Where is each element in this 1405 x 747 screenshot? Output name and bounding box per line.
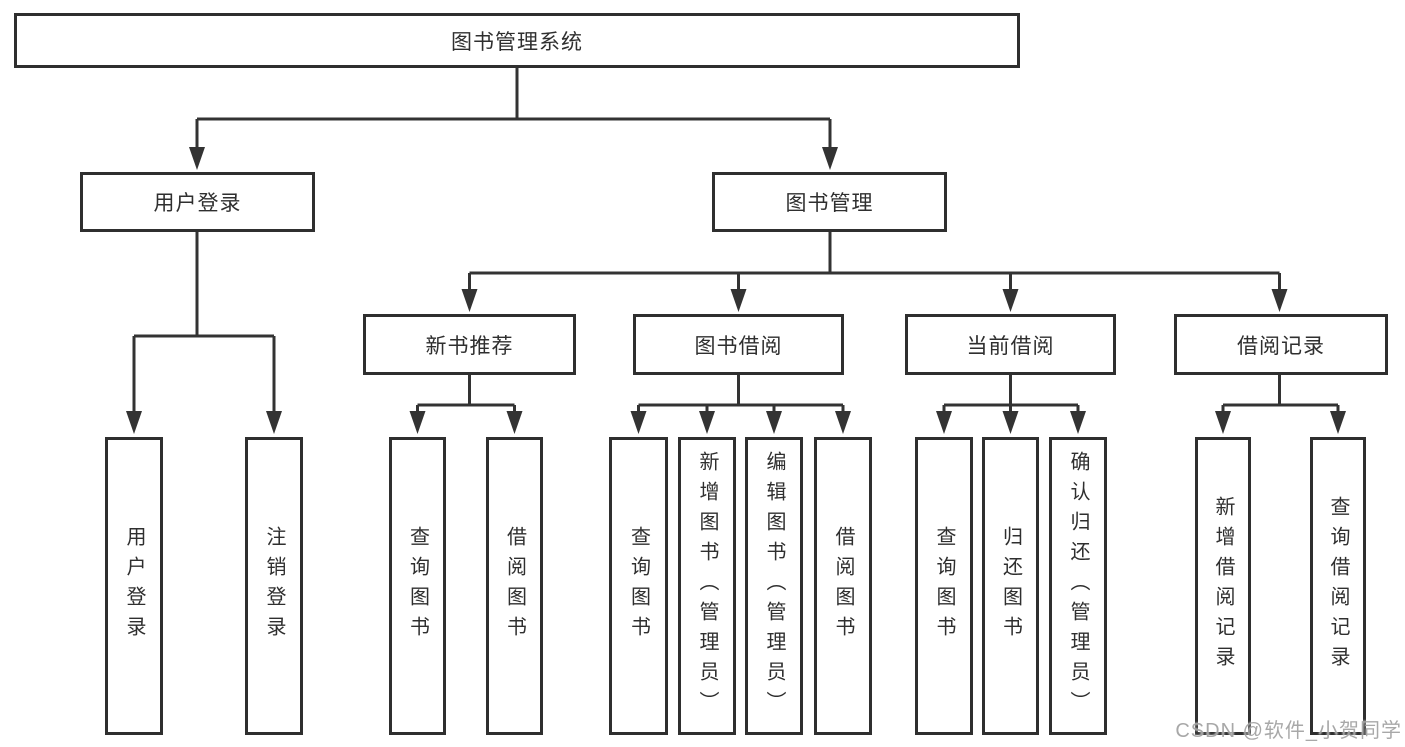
- node-borrowing-records: 借阅记录: [1174, 314, 1388, 375]
- node-return-books: 归还图书: [982, 437, 1039, 735]
- node-new-book-recommend: 新书推荐: [363, 314, 576, 375]
- node-label: 新增图书（管理员）: [696, 451, 718, 721]
- node-label: 借阅记录: [1237, 334, 1325, 358]
- node-label: 用户登录: [153, 192, 242, 215]
- node-book-borrowing: 图书借阅: [633, 314, 844, 375]
- node-confirm-return-admin: 确认归还（管理员）: [1049, 437, 1107, 735]
- node-label: 查询图书: [406, 526, 429, 646]
- node-label: 图书管理系统: [451, 30, 583, 54]
- node-edit-book-admin: 编辑图书（管理员）: [745, 437, 803, 735]
- node-label: 当前借阅: [966, 334, 1055, 358]
- node-label: 新书推荐: [425, 334, 514, 358]
- node-library-management-system: 图书管理系统: [14, 13, 1020, 68]
- csdn-watermark: CSDN @软件_小贺同学: [1175, 720, 1402, 742]
- node-borrow-books: 借阅图书: [814, 437, 872, 735]
- node-label: 图书管理: [785, 192, 874, 215]
- node-label: 图书借阅: [694, 334, 783, 358]
- node-borrow-books-recommend: 借阅图书: [486, 437, 543, 735]
- node-label: 查询图书: [933, 526, 955, 646]
- node-query-books-borrow: 查询图书: [609, 437, 668, 735]
- node-current-borrowing: 当前借阅: [905, 314, 1116, 375]
- node-label: 查询借阅记录: [1327, 496, 1349, 676]
- node-query-borrow-record: 查询借阅记录: [1310, 437, 1366, 735]
- node-label: 注销登录: [263, 526, 285, 646]
- node-book-management: 图书管理: [712, 172, 947, 232]
- node-add-borrow-record: 新增借阅记录: [1195, 437, 1251, 735]
- node-label: 借阅图书: [503, 526, 526, 646]
- node-user-login: 用户登录: [105, 437, 163, 735]
- node-label: 查询图书: [627, 526, 650, 646]
- node-label: 借阅图书: [832, 526, 854, 646]
- node-add-book-admin: 新增图书（管理员）: [678, 437, 736, 735]
- node-logout: 注销登录: [245, 437, 303, 735]
- node-label: 用户登录: [123, 526, 145, 646]
- arrowheads: [126, 147, 1346, 434]
- node-query-books-recommend: 查询图书: [389, 437, 446, 735]
- node-query-books-current: 查询图书: [915, 437, 973, 735]
- node-label: 确认归还（管理员）: [1067, 451, 1089, 721]
- node-label: 归还图书: [999, 526, 1022, 646]
- node-label: 编辑图书（管理员）: [763, 451, 785, 721]
- node-user-login-branch: 用户登录: [80, 172, 315, 232]
- node-label: 新增借阅记录: [1212, 496, 1234, 676]
